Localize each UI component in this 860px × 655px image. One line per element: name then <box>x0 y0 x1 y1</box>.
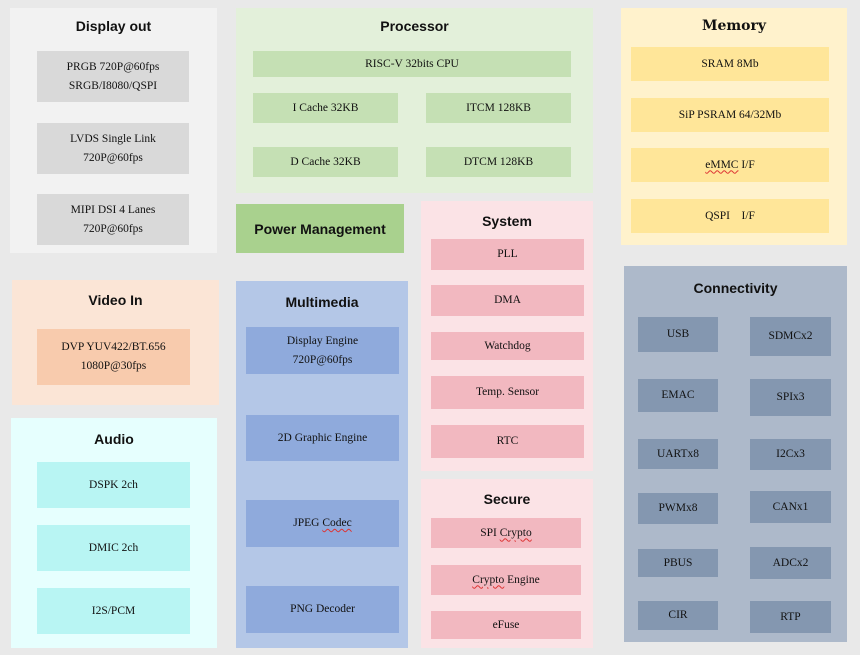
rtc-block: RTC <box>431 425 584 458</box>
qspi-block: QSPI I/F <box>631 199 829 233</box>
i2c-block: I2Cx3 <box>750 439 831 470</box>
audio-panel: Audio DSPK 2ch DMIC 2ch I2S/PCM <box>11 418 217 648</box>
emmc-if: I/F <box>741 158 755 171</box>
dma-block: DMA <box>431 285 584 316</box>
cpu-block: RISC-V 32bits CPU <box>253 51 571 77</box>
audio-title: Audio <box>94 431 134 447</box>
crypto-engine-block: Crypto Engine <box>431 565 581 595</box>
block-line: 1080P@30fps <box>80 360 147 372</box>
itcm-block: ITCM 128KB <box>426 93 571 123</box>
video-in-panel: Video In DVP YUV422/BT.656 1080P@30fps <box>12 280 219 405</box>
codec-word: Codec <box>322 517 352 529</box>
connectivity-panel: Connectivity USB SDMCx2 EMAC SPIx3 UARTx… <box>624 266 847 642</box>
emmc-block: eMMC I/F <box>631 148 829 182</box>
block-line: Display Engine <box>286 334 359 347</box>
emmc-word: eMMC <box>705 158 739 171</box>
display-lvds-block: LVDS Single Link 720P@60fps <box>37 123 189 174</box>
uart-block: UARTx8 <box>638 439 718 469</box>
video-in-title: Video In <box>88 292 143 308</box>
i2s-block: I2S/PCM <box>37 588 190 634</box>
graphic-engine-block: 2D Graphic Engine <box>246 415 399 461</box>
jpeg-codec-block: JPEG Codec <box>246 500 399 547</box>
watchdog-block: Watchdog <box>431 332 584 360</box>
display-out-title: Display out <box>75 18 152 34</box>
png-decoder-block: PNG Decoder <box>246 586 399 633</box>
display-prgb-block: PRGB 720P@60fps SRGB/I8080/QSPI <box>37 51 189 102</box>
secure-title: Secure <box>483 491 531 507</box>
pbus-block: PBUS <box>638 549 718 577</box>
power-management-block: Power Management <box>236 204 404 253</box>
processor-title: Processor <box>380 18 449 34</box>
dvp-block: DVP YUV422/BT.656 1080P@30fps <box>37 329 190 385</box>
crypto-word: Crypto <box>499 526 532 539</box>
dcache-block: D Cache 32KB <box>253 147 398 177</box>
pwm-block: PWMx8 <box>638 493 718 524</box>
dtcm-block: DTCM 128KB <box>426 147 571 177</box>
display-out-panel: Display out PRGB 720P@60fps SRGB/I8080/Q… <box>10 8 217 253</box>
display-engine-block: Display Engine 720P@60fps <box>246 327 399 374</box>
display-mipi-block: MIPI DSI 4 Lanes 720P@60fps <box>37 194 189 245</box>
sram-block: SRAM 8Mb <box>631 47 829 81</box>
efuse-block: eFuse <box>431 611 581 639</box>
sdmc-block: SDMCx2 <box>750 317 831 356</box>
dmic-block: DMIC 2ch <box>37 525 190 571</box>
secure-panel: Secure SPI Crypto Crypto Engine eFuse <box>421 479 593 648</box>
connectivity-title: Connectivity <box>693 280 778 296</box>
system-panel: System PLL DMA Watchdog Temp. Sensor RTC <box>421 201 593 471</box>
multimedia-title: Multimedia <box>285 294 359 310</box>
jpeg-word: JPEG <box>293 517 320 529</box>
memory-title: Memory <box>701 18 767 34</box>
block-line: 720P@60fps <box>83 151 143 164</box>
block-line: LVDS Single Link <box>70 132 156 145</box>
crypto-word: Crypto <box>472 573 505 586</box>
spi-block: SPIx3 <box>750 379 831 416</box>
multimedia-panel: Multimedia Display Engine 720P@60fps 2D … <box>236 281 408 648</box>
block-line: MIPI DSI 4 Lanes <box>70 203 156 216</box>
cir-block: CIR <box>638 601 718 630</box>
spi-crypto-block: SPI Crypto <box>431 518 581 548</box>
dspk-block: DSPK 2ch <box>37 462 190 508</box>
adc-block: ADCx2 <box>750 547 831 579</box>
icache-block: I Cache 32KB <box>253 93 398 123</box>
temp-sensor-block: Temp. Sensor <box>431 376 584 409</box>
psram-block: SiP PSRAM 64/32Mb <box>631 98 829 132</box>
block-line: 720P@60fps <box>292 353 353 366</box>
rtp-block: RTP <box>750 601 831 633</box>
emac-block: EMAC <box>638 379 718 412</box>
block-line: SRGB/I8080/QSPI <box>68 79 158 92</box>
usb-block: USB <box>638 317 718 352</box>
block-line: 720P@60fps <box>83 222 143 235</box>
block-line: DVP YUV422/BT.656 <box>61 341 166 353</box>
pll-block: PLL <box>431 239 584 270</box>
block-line: PRGB 720P@60fps <box>66 60 160 73</box>
processor-panel: Processor RISC-V 32bits CPU I Cache 32KB… <box>236 8 593 193</box>
engine-word: Engine <box>507 573 540 586</box>
memory-panel: Memory SRAM 8Mb SiP PSRAM 64/32Mb eMMC I… <box>621 8 847 245</box>
system-title: System <box>482 213 532 229</box>
can-block: CANx1 <box>750 491 831 523</box>
spi-word: SPI <box>480 526 497 539</box>
